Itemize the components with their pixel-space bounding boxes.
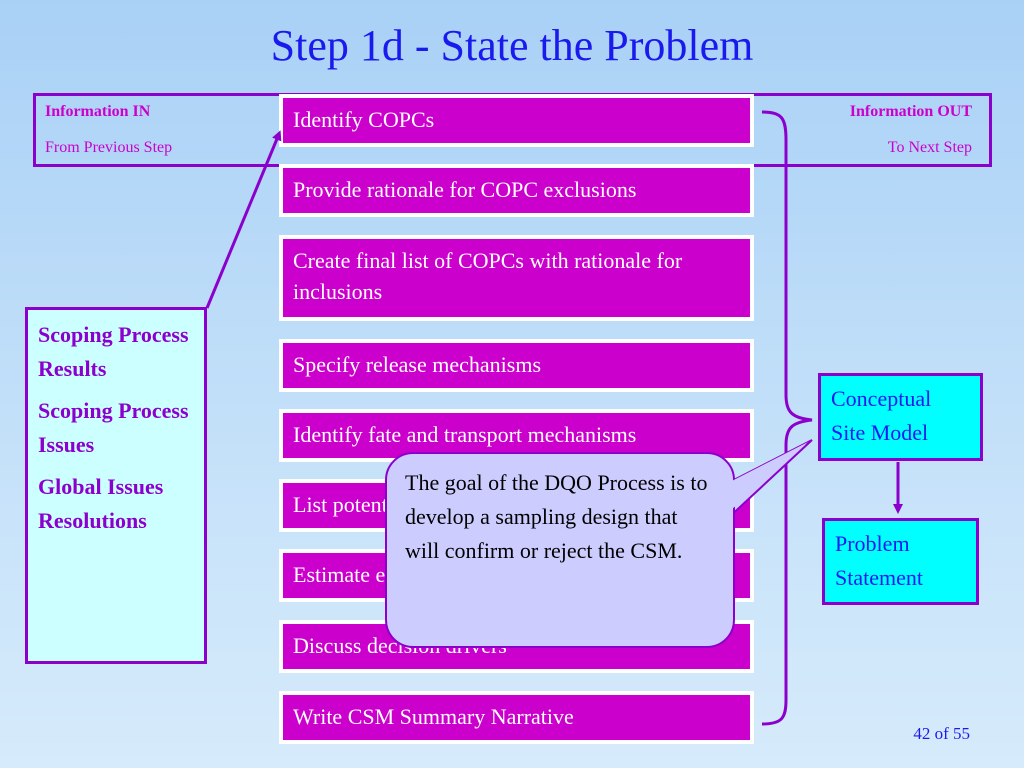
step-identify-copcs: Identify COPCs — [281, 96, 752, 145]
to-next-step-label: To Next Step — [887, 139, 972, 156]
callout-text: The goal of the DQO Process is to develo… — [405, 470, 708, 563]
input-item: Scoping Process Results — [38, 322, 189, 381]
information-bar — [33, 93, 992, 167]
information-out-label: Information OUT — [849, 103, 972, 120]
callout-bubble — [385, 452, 735, 648]
conceptual-site-model-box: Conceptual Site Model — [818, 373, 983, 461]
step-release-mechanisms: Specify release mechanisms — [281, 341, 752, 390]
step-copc-exclusions: Provide rationale for COPC exclusions — [281, 166, 752, 215]
inputs-box: Scoping Process Results Scoping Process … — [25, 307, 207, 664]
problem-statement-box: Problem Statement — [822, 518, 979, 605]
from-previous-step-label: From Previous Step — [45, 139, 173, 156]
step-csm-narrative: Write CSM Summary Narrative — [281, 693, 752, 742]
grouping-brace — [761, 110, 813, 726]
step-final-copc-list: Create final list of COPCs with rational… — [281, 237, 752, 319]
input-item: Scoping Process Issues — [38, 398, 189, 457]
slide-title: Step 1d - State the Problem — [270, 21, 754, 70]
page-number: 42 of 55 — [913, 724, 970, 743]
step-fate-transport: Identify fate and transport mechanisms — [281, 411, 752, 460]
information-in-label: Information IN — [45, 103, 151, 120]
input-item: Global Issues Resolutions — [38, 474, 164, 533]
